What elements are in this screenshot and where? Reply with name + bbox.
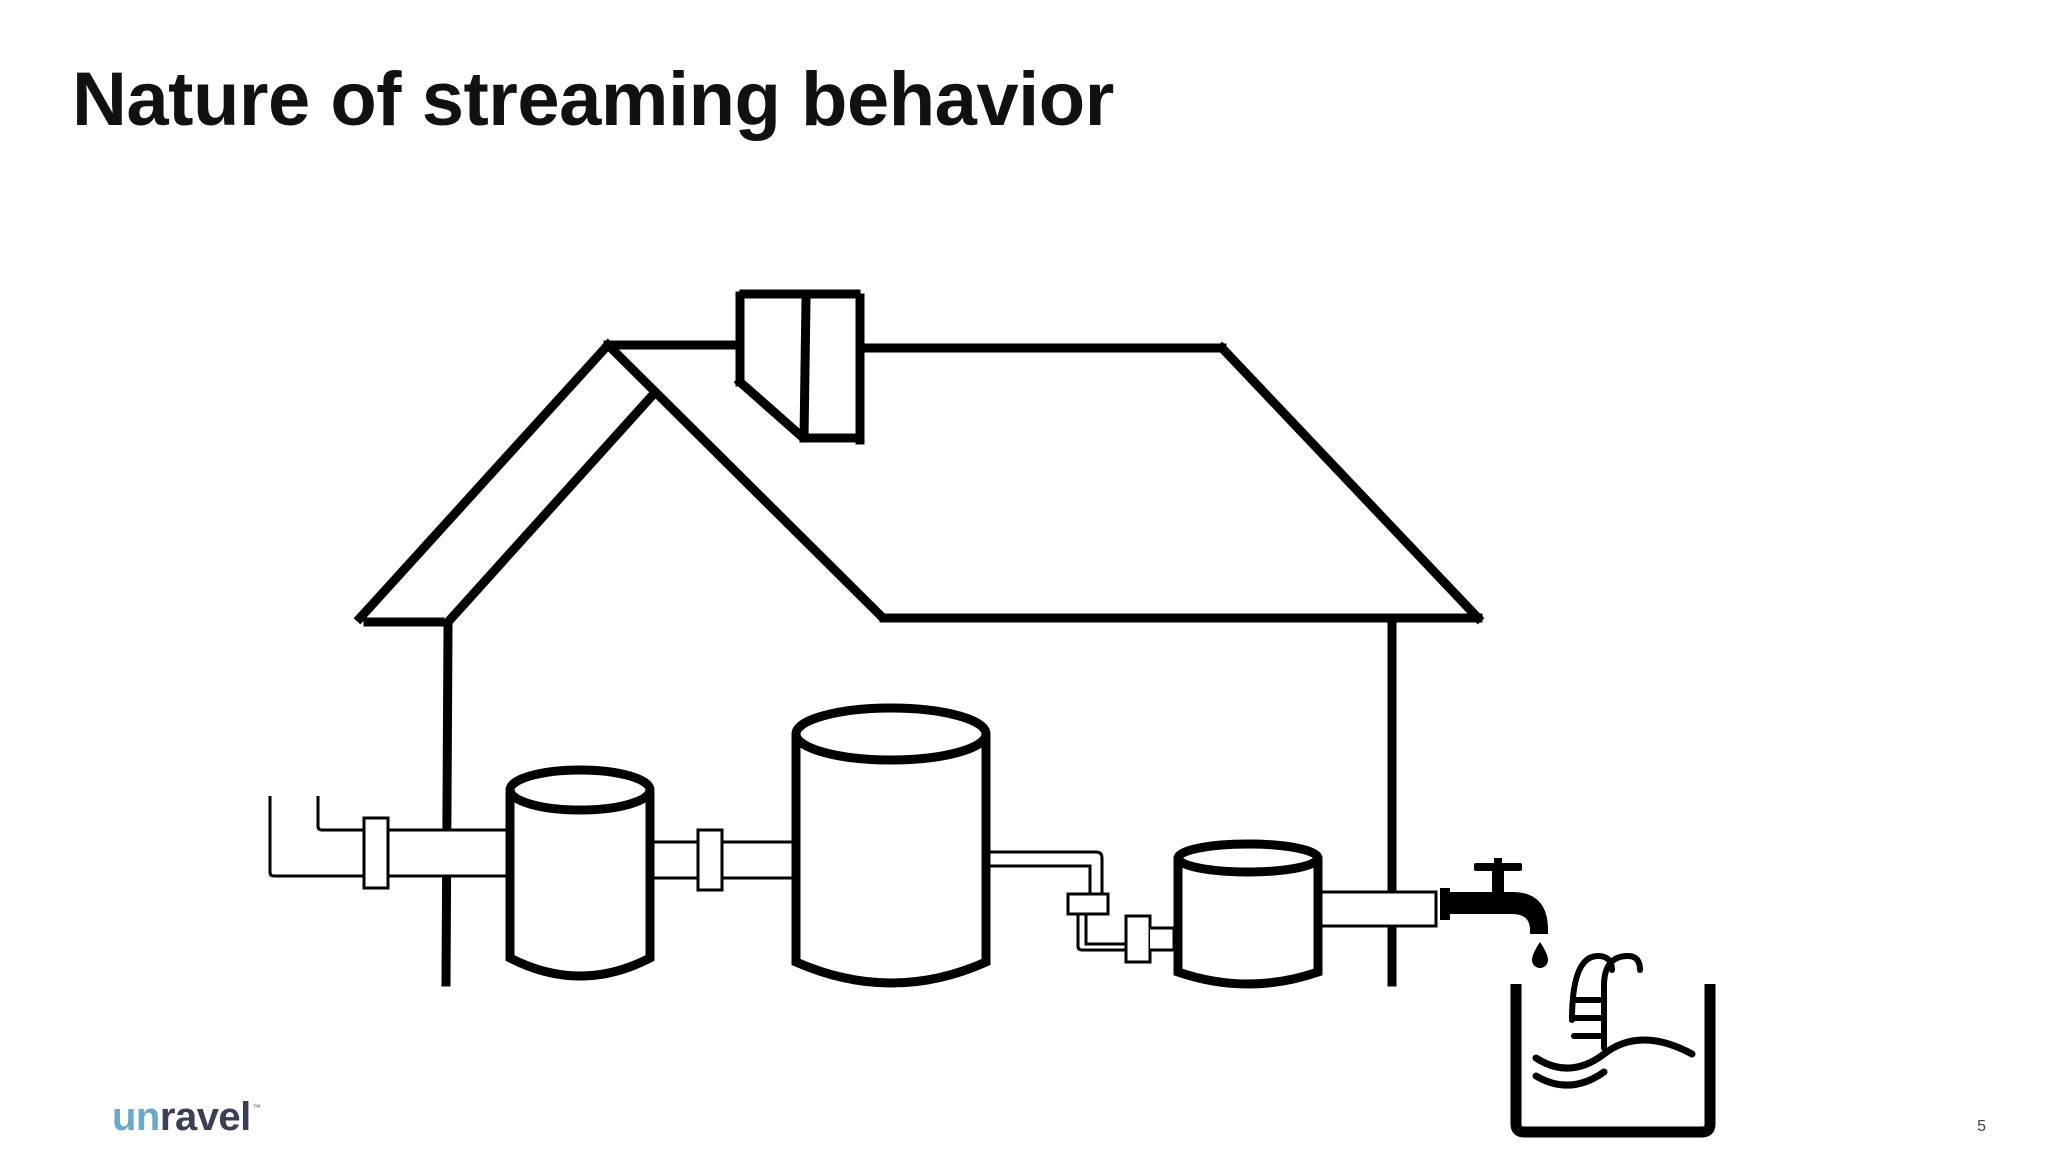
pipe-valve-1 <box>362 816 390 890</box>
page-number: 5 <box>1977 1118 1986 1135</box>
house-roof <box>353 338 1485 629</box>
pipe-bent <box>982 850 1104 898</box>
slide-title: Nature of streaming behavior <box>72 57 1114 142</box>
chimney <box>733 289 865 445</box>
pipe-inlet <box>384 828 522 878</box>
inlet-pipe <box>268 796 366 878</box>
pipe-valve-3 <box>1066 892 1110 916</box>
large-tank <box>791 703 991 988</box>
medium-tank <box>1173 839 1323 989</box>
small-tank <box>505 765 655 981</box>
faucet-icon <box>1440 858 1548 934</box>
pipe-lower <box>1076 912 1130 952</box>
pipe-stub <box>1150 926 1176 952</box>
logo-prefix: un <box>112 1095 160 1139</box>
water-drop-icon <box>1532 942 1548 968</box>
logo-trademark: ™ <box>252 1103 261 1112</box>
pipe-valve-2 <box>696 828 724 892</box>
swimming-pool-icon <box>1510 952 1716 1138</box>
pipe-valve-4 <box>1124 914 1152 964</box>
logo-suffix: ravel <box>159 1095 251 1139</box>
